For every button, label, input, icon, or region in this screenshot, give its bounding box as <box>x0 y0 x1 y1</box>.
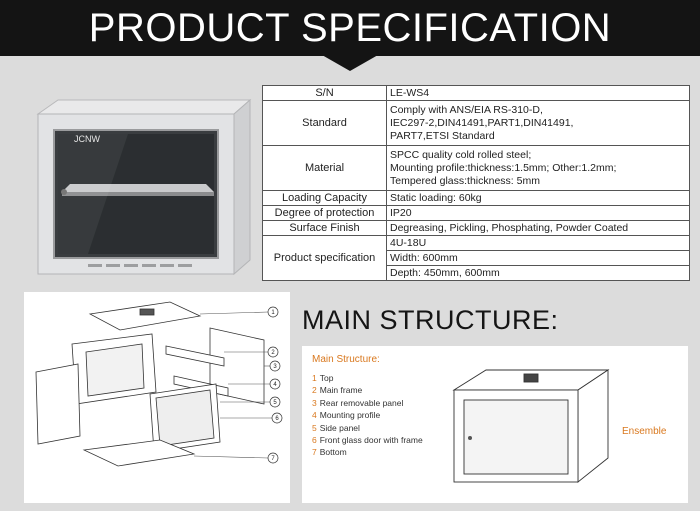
brand-logo: JCNW <box>74 134 100 144</box>
spec-label: Standard <box>262 100 387 146</box>
callout-label: 2 <box>271 350 275 356</box>
banner-notch <box>322 55 378 71</box>
callout-label: 3 <box>273 364 277 370</box>
spec-value: Comply with ANS/EIA RS-310-D, IEC297-2,D… <box>386 100 690 146</box>
callout-label: 5 <box>273 400 277 406</box>
spec-label: Degree of protection <box>262 205 387 221</box>
spec-value: Degreasing, Pickling, Phosphating, Powde… <box>386 220 690 236</box>
spec-value: LE-WS4 <box>386 85 690 101</box>
main-structure-heading: MAIN STRUCTURE: <box>302 305 559 335</box>
callout-label: 1 <box>271 310 275 316</box>
spec-value: Static loading: 60kg <box>386 190 690 206</box>
cabinet-photo <box>36 98 252 276</box>
ensemble-label: Ensemble <box>622 426 667 437</box>
callout-label: 7 <box>271 456 275 462</box>
callout-label: 6 <box>275 416 279 422</box>
spec-table: S/N LE-WS4 Standard Comply with ANS/EIA … <box>262 85 690 281</box>
page-title: PRODUCT SPECIFICATION <box>88 6 612 50</box>
table-row: Standard Comply with ANS/EIA RS-310-D, I… <box>262 100 690 146</box>
table-row: Loading Capacity Static loading: 60kg <box>262 190 690 206</box>
spec-label: Material <box>262 145 387 191</box>
spec-value: IP20 <box>386 205 690 221</box>
exploded-diagram: 1 2 3 4 5 6 7 <box>24 292 290 503</box>
spec-label: Loading Capacity <box>262 190 387 206</box>
assembled-cabinet-drawing <box>452 369 610 483</box>
spec-label: Product specification <box>262 235 387 281</box>
table-row: Surface Finish Degreasing, Pickling, Pho… <box>262 220 690 236</box>
table-row: Degree of protection IP20 <box>262 205 690 221</box>
table-row: Material SPCC quality cold rolled steel;… <box>262 145 690 191</box>
header-banner <box>0 0 700 56</box>
spec-value: 4U-18U Width: 600mm Depth: 450mm, 600mm <box>386 235 690 281</box>
spec-value: SPCC quality cold rolled steel; Mounting… <box>386 145 690 191</box>
table-row: S/N LE-WS4 <box>262 85 690 101</box>
spec-label: S/N <box>262 85 387 101</box>
legend-title: Main Structure: <box>312 354 380 365</box>
table-row: Product specification 4U-18U Width: 600m… <box>262 235 690 281</box>
spec-label: Surface Finish <box>262 220 387 236</box>
callout-label: 4 <box>273 382 277 388</box>
exploded-drawing: 1 2 3 4 5 6 7 <box>35 301 283 467</box>
